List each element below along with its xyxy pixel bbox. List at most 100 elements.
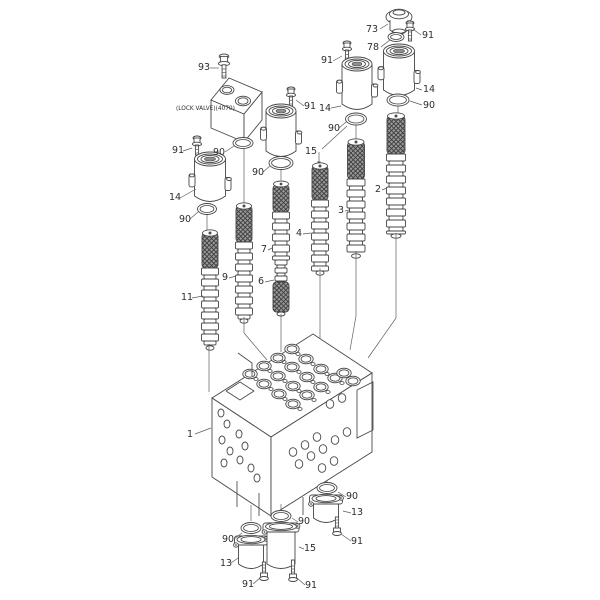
cap-15: [261, 521, 301, 569]
label-14: 14: [319, 103, 342, 114]
bolt-91: [332, 516, 342, 536]
part-label-13: 13: [351, 507, 363, 518]
part-label-15: 15: [305, 146, 317, 157]
part-label-15: 15: [304, 543, 316, 554]
part-label-90: 90: [346, 491, 358, 502]
oring-90: [268, 156, 294, 170]
part-label-9: 9: [222, 272, 228, 283]
part-label-11: 11: [181, 292, 193, 303]
part-label-91: 91: [351, 536, 363, 547]
bolt-91: [285, 86, 297, 107]
oring-90: [232, 137, 254, 149]
bolt-91: [288, 559, 298, 582]
spool-11: [201, 229, 219, 392]
spool-3: [346, 138, 366, 351]
oring-90: [197, 203, 217, 215]
part-label-6: 6: [258, 276, 264, 287]
part-label-3: 3: [338, 205, 344, 216]
part-label-90: 90: [298, 516, 310, 527]
part-label-91: 91: [305, 580, 317, 591]
label-91: 91: [321, 55, 343, 66]
label-4: 4: [296, 228, 312, 239]
part-label-90: 90: [252, 167, 264, 178]
label-90: 90: [222, 532, 243, 545]
part-label-93: 93: [198, 62, 210, 73]
oring-90: [270, 510, 292, 522]
label-90: 90: [409, 100, 435, 111]
label-13: 13: [220, 557, 239, 569]
oring-90: [345, 112, 367, 126]
label-91: 91: [242, 577, 261, 590]
bolt-91: [259, 561, 269, 581]
part-label-73: 73: [366, 24, 378, 35]
label-90: 90: [328, 121, 347, 134]
part-label-90: 90: [179, 214, 191, 225]
label-91: 91: [295, 99, 316, 112]
pilot-cap-14: [188, 151, 232, 202]
label-91: 91: [172, 145, 193, 156]
label-90: 90: [213, 145, 235, 158]
spool-2: [367, 112, 406, 359]
label-1: 1: [187, 427, 212, 440]
label-93: 93: [198, 62, 219, 73]
oring-90: [316, 482, 338, 494]
part-label-2: 2: [375, 184, 381, 195]
label-9: 9: [222, 272, 237, 283]
label-91: 91: [296, 577, 317, 591]
label-14: 14: [415, 84, 435, 95]
part-label-14: 14: [169, 192, 181, 203]
label-7: 7: [261, 244, 273, 255]
lock-valve-block: [210, 77, 263, 144]
part-label-14: 14: [319, 103, 331, 114]
bolt-91: [191, 135, 203, 156]
part-label-78: 78: [367, 42, 379, 53]
pilot-cap-14: [377, 43, 421, 96]
label-6: 6: [258, 276, 275, 287]
spool-9: [235, 202, 268, 361]
part-label-91: 91: [321, 55, 333, 66]
oring-90: [386, 93, 410, 107]
pilot-cap-14: [336, 56, 379, 110]
label-15: 15: [305, 146, 317, 157]
part-label-90: 90: [213, 147, 225, 158]
part-label-91: 91: [242, 579, 254, 590]
pilot-cap-14: [260, 103, 303, 157]
label-90: 90: [179, 211, 199, 225]
label-90: 90: [337, 491, 358, 502]
label-90: 90: [291, 516, 310, 527]
part-label-14: 14: [423, 84, 435, 95]
part-label-91: 91: [422, 30, 434, 41]
label-15: 15: [298, 543, 316, 554]
leader-line: [321, 125, 348, 150]
part-label-90: 90: [423, 100, 435, 111]
bolt-91: [341, 40, 353, 61]
bolt-91: [404, 20, 416, 42]
cap-13: [308, 493, 344, 523]
label-11: 11: [181, 292, 204, 303]
main-valve-block: [211, 333, 374, 517]
part-label-90: 90: [328, 123, 340, 134]
spool-4: [311, 162, 329, 338]
plug-73: [385, 8, 413, 35]
label-2: 2: [375, 184, 388, 195]
part-label-90: 90: [222, 534, 234, 545]
oring-78: [387, 32, 405, 42]
bolt-93: [218, 53, 230, 79]
part-label-91: 91: [304, 101, 316, 112]
part-label-4: 4: [296, 228, 302, 239]
label-90: 90: [252, 165, 271, 178]
label-78: 78: [367, 39, 391, 53]
label-91: 91: [340, 533, 363, 547]
spool-7-6: [272, 180, 290, 352]
lock-valve-note: (LOCK VALVE)(4070): [176, 106, 235, 112]
part-label-91: 91: [172, 145, 184, 156]
label-91: 91: [412, 28, 434, 41]
part-label-1: 1: [187, 429, 193, 440]
part-label-13: 13: [220, 558, 232, 569]
label-14: 14: [169, 188, 197, 203]
label-13: 13: [342, 507, 363, 518]
label-3: 3: [338, 205, 350, 216]
part-label-7: 7: [261, 244, 267, 255]
